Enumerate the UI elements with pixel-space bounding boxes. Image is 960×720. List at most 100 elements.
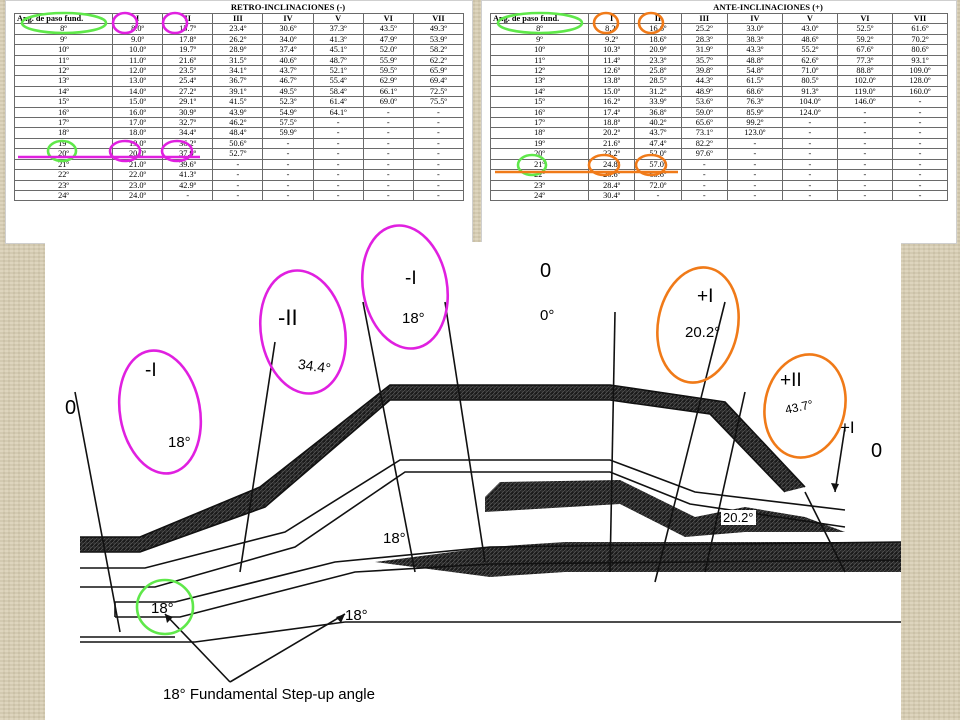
ante-title: ANTE-INCLINACIONES (+) [713,2,823,13]
ante-cell: 44.3º [680,75,728,87]
green-circle-header-right [496,11,584,35]
retro-cell: - [412,148,465,160]
retro-cell: 75.5º [412,96,465,108]
ante-cell: - [891,189,949,202]
ante-cell: 53.6º [680,96,728,108]
retro-cell: - [412,117,465,129]
retro-cell: 49.3º [412,23,465,35]
ante-cell: 28.4º [587,179,636,191]
ante-table-panel: ANTE-INCLINACIONES (+) Ang. de paso fund… [481,0,957,244]
magenta-ellipse-minus-i-top [360,224,450,350]
ante-cell: 109.0º [891,65,949,77]
ante-cell: 31.9º [680,44,728,56]
ante-cell: - [680,169,728,181]
orange-circle-I-header [592,11,620,35]
ante-cell: 12.6º [587,65,636,77]
retro-cell: 65.9º [412,65,465,77]
ante-cell: - [891,96,949,108]
ante-cell: - [634,189,682,202]
ante-cell: 20.9º [634,44,682,56]
minus-i-left-value: 18° [168,434,191,451]
orange-ellipse-plus-i [656,266,740,384]
ante-cell: - [680,158,728,171]
band-value-18: 18° [383,530,406,547]
ante-cell: 61.6º [891,23,949,35]
magenta-circle-18-II [160,139,194,163]
ante-cell: 18.6º [634,33,682,46]
ante-cell: - [891,127,949,139]
ante-cell: - [891,148,949,160]
magenta-circle-I-header [111,11,139,35]
ante-cell: 20.2º [587,127,636,139]
ante-cell: 15.0º [587,85,636,98]
magenta-circle-II-header [161,11,189,35]
ante-cell: 36.8º [634,106,682,119]
retro-cell: 69.4º [412,75,465,87]
retro-cell: 53.9º [412,33,465,46]
ante-cell: 25.8º [634,65,682,77]
ante-cell: 8.2º [587,23,636,35]
plus-ii-label: +II [780,370,802,391]
zero-center-label: 0 [540,260,552,282]
minus-i-left-label: -I [145,360,157,381]
ante-cell: 33.9º [634,96,682,108]
ante-cell: - [891,169,949,181]
green-circle-19-right [516,153,548,177]
zero-center-value: 0° [540,307,555,324]
ante-cell: 73.1º [680,127,728,139]
ante-cell: - [891,117,949,129]
magenta-ellipse-minus-ii [258,269,348,395]
ante-cell: 47.4º [634,137,682,150]
step-diagram-figure: 0 0 0° 0 -I 18° -II 34.4° -I 18° +I 20.2… [45,242,901,720]
ante-cell: 39.8º [680,65,728,77]
ante-cell: 23.3º [634,54,682,67]
ante-cell: 40.2º [634,117,682,129]
ante-cell: 23.2º [587,148,636,160]
ante-cell: 25.2º [680,23,728,35]
ante-header-cell: VII [891,12,949,25]
orange-ellipse-plus-ii [763,353,847,459]
orange-circle-19-I [587,153,621,177]
ante-cell: 160.0º [891,85,949,98]
ante-cell: 30.4º [587,189,636,202]
retro-title: RETRO-INCLINACIONES (-) [230,2,346,13]
retro-cell: - [412,137,465,150]
retro-cell: 62.2º [412,54,465,67]
ante-cell: 17.4º [587,106,636,119]
retro-cell: - [412,169,465,181]
ante-cell: 18.8º [587,117,636,129]
ante-cell: - [680,189,728,202]
retro-table-panel: RETRO-INCLINACIONES (-) Ang. de paso fun… [5,0,473,244]
ante-cell: 28.5º [634,75,682,87]
magenta-ellipse-minus-i-left [117,349,203,475]
retro-cell: - [412,127,465,139]
bottom-18-left: 18° [151,600,174,617]
ante-cell: - [891,137,949,150]
ante-cell: 9.2º [587,33,636,46]
green-circle-18-left [46,139,78,163]
lower-dark-band [375,542,901,577]
plus-i-value: 20.2° [685,324,721,341]
green-circle-header-left [20,11,108,35]
retro-cell: - [412,179,465,191]
ante-cell: 52.0º [634,148,682,160]
ante-cell: 70.2º [891,33,949,46]
orange-circle-II-header [637,11,665,35]
zero-left-label: 0 [65,397,77,419]
ante-cell: 97.6º [680,148,728,160]
